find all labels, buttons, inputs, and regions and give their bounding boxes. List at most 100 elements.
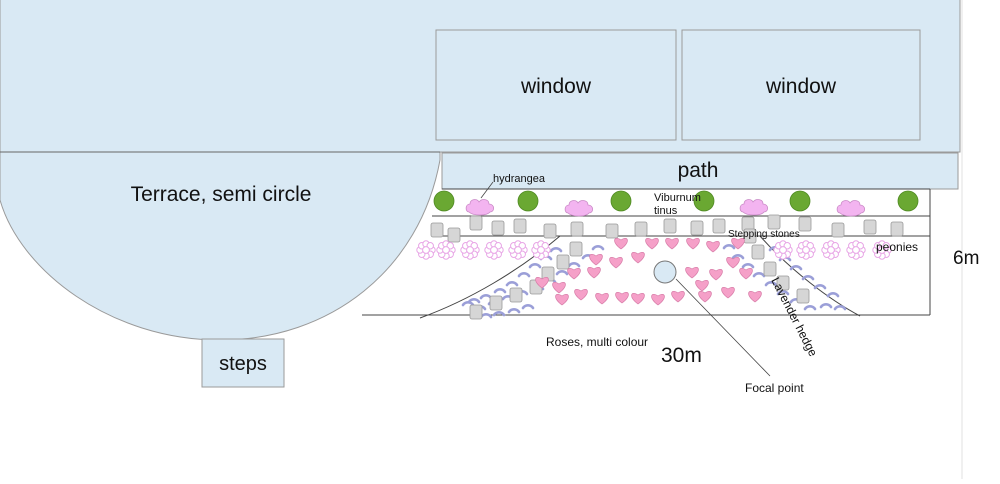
lavender-plant	[505, 281, 519, 287]
hydrangeas	[465, 199, 866, 217]
stepping-stone	[767, 214, 781, 230]
stepping-stone	[491, 220, 505, 236]
focal-point	[653, 260, 677, 284]
rose	[615, 291, 629, 304]
viburnum-shrub	[433, 190, 455, 212]
window-right-label: window	[765, 75, 837, 98]
lavender-plant	[479, 294, 493, 300]
stepping-stone	[469, 215, 483, 231]
peony	[872, 240, 892, 260]
stepping-stone	[798, 216, 812, 232]
peonies	[416, 240, 892, 260]
stepping-stone	[509, 287, 523, 303]
lavender-plant	[819, 303, 833, 309]
rose	[614, 237, 628, 250]
bed-curve-right	[759, 235, 861, 317]
lavender-plant	[517, 272, 531, 278]
focal-point-label: Focal point	[745, 381, 804, 395]
peony	[460, 240, 480, 260]
peony-center	[466, 246, 474, 254]
peony	[773, 240, 793, 260]
lavender-plant	[741, 263, 755, 269]
stepping-stone	[743, 228, 757, 244]
hydrangea-label: hydrangea	[493, 173, 546, 185]
hydrangea-leader	[480, 181, 494, 199]
rose	[709, 268, 723, 281]
stepping-stone	[863, 219, 877, 235]
stepping-stone	[513, 218, 527, 234]
rose	[685, 266, 699, 279]
lavender-plant	[764, 281, 778, 287]
viburnum-label-line1: Viburnum	[654, 192, 701, 204]
peony-center	[878, 246, 886, 254]
path-label: path	[678, 159, 719, 182]
rose	[609, 256, 623, 269]
stepping-stone	[605, 223, 619, 239]
rose	[706, 240, 720, 253]
lavender-plant	[803, 305, 817, 311]
rose	[631, 251, 645, 264]
peony-center	[802, 246, 810, 254]
height-dimension-label: 6m	[953, 248, 979, 269]
viburnum-shrub	[789, 190, 811, 212]
peony-center	[442, 246, 450, 254]
hydrangea-bush	[836, 200, 866, 217]
rose	[587, 266, 601, 279]
rose	[686, 237, 700, 250]
hydrangea-bush	[564, 200, 594, 217]
peony-center	[490, 246, 498, 254]
window-left-label: window	[520, 75, 592, 98]
rose	[552, 281, 566, 294]
window-left	[435, 29, 677, 141]
rose	[721, 286, 735, 299]
viburnum-shrub	[693, 190, 715, 212]
rose	[567, 267, 581, 280]
rose	[651, 293, 665, 306]
terrace-label: Terrace, semi circle	[131, 183, 312, 206]
peony	[436, 240, 456, 260]
viburnum-shrubs	[433, 190, 919, 212]
viburnum-shrub	[897, 190, 919, 212]
peony	[796, 240, 816, 260]
peony	[531, 240, 551, 260]
lavender-plant	[813, 284, 827, 290]
stepping-stone	[890, 221, 904, 237]
stepping-stone	[712, 218, 726, 234]
rose	[695, 279, 709, 292]
lavender-plant	[789, 265, 803, 271]
lavender-plant	[833, 305, 847, 311]
lavender-plant	[567, 262, 581, 268]
lavender-plant	[492, 311, 506, 317]
width-dimension-label: 30m	[661, 344, 702, 367]
hydrangea-bush	[739, 199, 769, 216]
terrace	[0, 151, 441, 341]
lavender-plant	[493, 288, 507, 294]
peony-center	[827, 246, 835, 254]
rose	[631, 292, 645, 305]
stepping-stone	[776, 275, 790, 291]
peony	[508, 240, 528, 260]
stepping-stone	[570, 221, 584, 237]
rose	[748, 290, 762, 303]
lavender-plant	[752, 272, 766, 278]
window-right	[681, 29, 921, 141]
rose	[731, 237, 745, 250]
stepping-stone	[763, 261, 777, 277]
rose	[574, 288, 588, 301]
peony	[821, 240, 841, 260]
roses-label: Roses, multi colour	[546, 335, 648, 349]
rose	[595, 292, 609, 305]
hydrangea-bush	[465, 199, 495, 216]
focal-point-leader	[675, 278, 771, 377]
rose	[671, 290, 685, 303]
lavender-plant	[826, 292, 840, 298]
rose	[535, 276, 549, 289]
peony-center	[852, 246, 860, 254]
stepping-stone	[469, 304, 483, 320]
stepping-stone	[634, 221, 648, 237]
lavender-label: Lavender hedge	[768, 275, 820, 359]
stepping-stones-label: Stepping stones	[728, 229, 800, 240]
peony-center	[422, 246, 430, 254]
peony-center	[537, 246, 545, 254]
